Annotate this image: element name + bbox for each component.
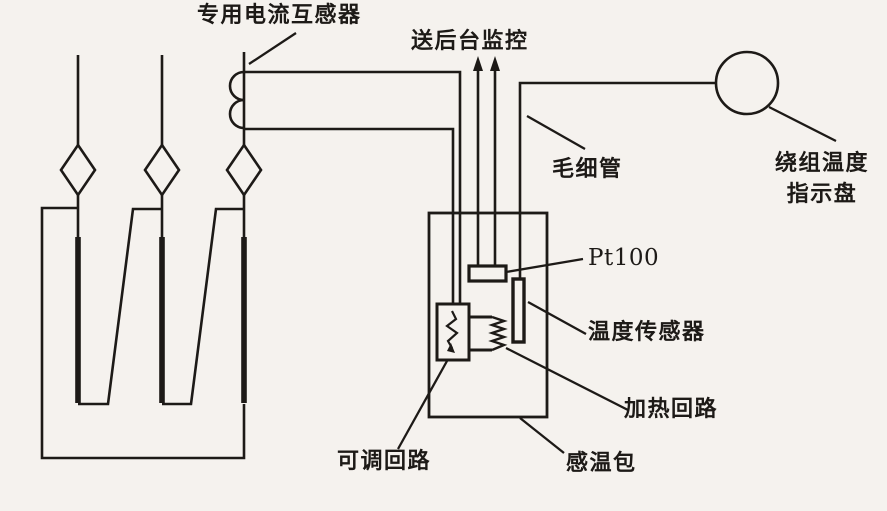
leader-heating-loop: [505, 346, 629, 412]
current-transformer-coil: [228, 70, 245, 130]
transformer-tank: [40, 206, 246, 460]
leader-adjustable-loop: [396, 360, 449, 450]
label-pt100: Pt100: [588, 245, 660, 271]
tank-outline: [40, 206, 246, 460]
insulator-diamond-icon: [143, 142, 181, 198]
leader-pt100: [505, 257, 584, 274]
ct-wire-lower: [244, 127, 455, 304]
label-dial: 绕组温度 指示盘: [757, 148, 887, 210]
label-temp-sensor: 温度传感器: [588, 320, 706, 345]
heating-coil: [469, 315, 508, 352]
leader-lines: [248, 32, 837, 454]
label-monitor: 送后台监控: [411, 29, 529, 54]
leader-temp-sensor: [527, 300, 587, 336]
indicator-dial: [714, 50, 780, 116]
insulator-diamond-icon: [225, 142, 263, 198]
bushing-3: [225, 52, 263, 403]
leader-capillary: [526, 115, 586, 150]
sensing-bulb-box: [427, 211, 549, 419]
label-heating-loop: 加热回路: [624, 397, 719, 422]
monitor-arrowhead-icon: [473, 56, 483, 71]
monitor-arrows: [473, 56, 500, 267]
winding-well-1: [78, 207, 161, 406]
bushing-1: [59, 55, 97, 403]
insulator-diamond-icon: [59, 142, 97, 198]
winding-well-2: [162, 207, 243, 406]
leader-dial: [768, 105, 837, 143]
adjustable-circuit-symbol: [445, 310, 459, 353]
label-capillary: 毛细管: [552, 157, 623, 182]
adjustable-circuit-box: [435, 302, 471, 362]
temperature-sensor-rod: [511, 277, 526, 344]
label-adjustable-loop: 可调回路: [337, 449, 432, 474]
bushing-2: [143, 55, 181, 403]
label-dial-line1: 绕组温度: [774, 151, 869, 176]
ct-secondary-wires: [244, 70, 462, 304]
leader-sensing-bulb: [519, 417, 565, 454]
leader-current-transformer: [248, 32, 297, 65]
ct-wire-upper: [244, 70, 462, 304]
label-dial-line2: 指示盘: [786, 182, 858, 207]
label-current-transformer: 专用电流互感器: [197, 3, 362, 28]
label-sensing-bulb: 感温包: [566, 451, 637, 476]
pt100-block: [467, 264, 508, 283]
monitor-arrowhead-icon: [490, 56, 500, 71]
